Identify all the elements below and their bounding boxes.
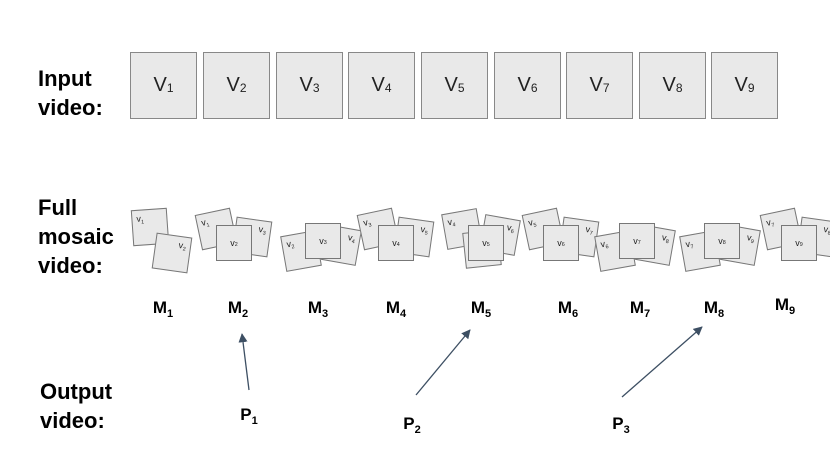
- mosaic-label-m4: M4: [385, 298, 407, 320]
- output-label-p2: P2: [403, 414, 421, 436]
- mosaic-label-m7: M7: [629, 298, 651, 320]
- input-video-label: Input video:: [38, 66, 103, 120]
- output-label-p1: P1: [240, 405, 258, 427]
- arrow-p2-to-m5: [415, 329, 471, 396]
- output-video-label: Output video:: [40, 379, 113, 433]
- mosaic-video-label: Full mosaic video:: [38, 195, 114, 278]
- mosaic-label-m8: M8: [703, 298, 725, 320]
- arrow-p3-to-m8: [621, 326, 703, 398]
- arrow-p1-to-m2: [238, 333, 250, 391]
- mosaic-label-m5: M5: [470, 298, 492, 320]
- mosaic-label-m6: M6: [557, 298, 579, 320]
- output-label-p3: P3: [612, 414, 630, 436]
- mosaic-5: v4v6v7v5: [441, 205, 524, 277]
- mosaic-label-m2: M2: [227, 298, 249, 320]
- mosaic-label-m3: M3: [307, 298, 329, 320]
- mosaic-label-m9: M9: [774, 295, 796, 317]
- mosaic-label-m1: M1: [152, 298, 174, 320]
